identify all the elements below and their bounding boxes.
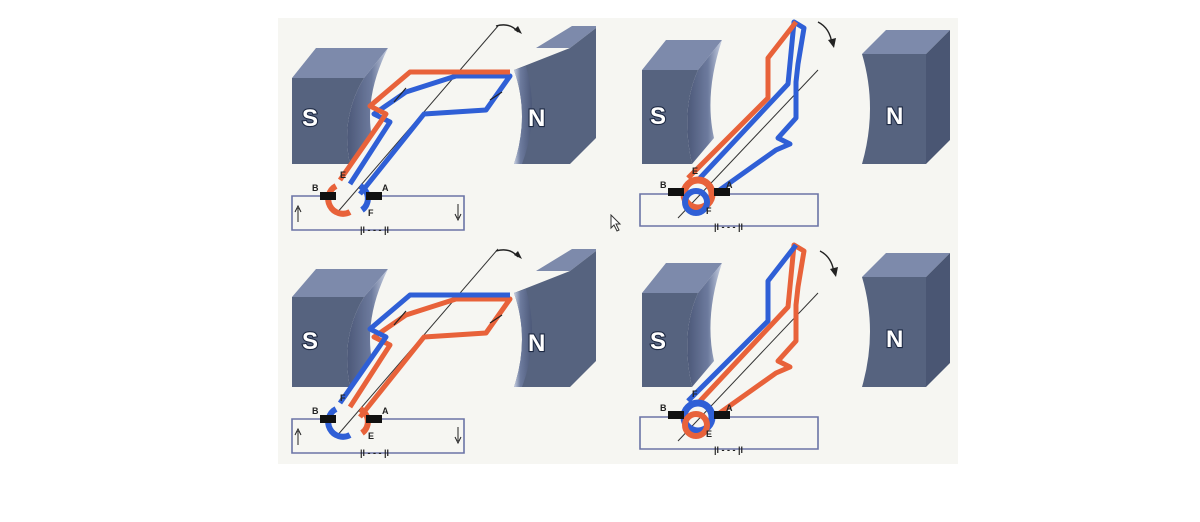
circuit-arrow-up (294, 427, 302, 445)
panel-bottom-right: S N B A (618, 241, 958, 464)
ring-upper-label: E (692, 166, 698, 176)
battery-symbol: |l - - - |l (360, 448, 389, 458)
rotation-arrowhead (830, 267, 838, 277)
ring-lower-label: E (706, 429, 712, 439)
battery-symbol: |l - - - |l (714, 222, 743, 232)
brush-a (366, 192, 382, 200)
coil-near-side (686, 20, 798, 180)
mouse-pointer-icon (610, 214, 622, 232)
brush-b (320, 192, 336, 200)
brush-a (366, 415, 382, 423)
circuit-arrow-down (454, 427, 462, 445)
current-arrow-near (393, 87, 407, 103)
brush-b-label: B (660, 403, 667, 413)
coil-far-side (698, 242, 807, 420)
brush-a (714, 411, 730, 419)
circuit-arrow-down (454, 204, 462, 222)
north-pole-label: N (528, 330, 545, 357)
ring-lower-label: F (706, 206, 712, 216)
south-pole-label: S (302, 105, 318, 132)
south-magnet: S (292, 269, 388, 387)
panel-drawing: S N B A (639, 19, 950, 232)
current-arrow-far (489, 314, 503, 324)
brush-b (668, 188, 684, 196)
rotation-arrowhead (514, 26, 522, 34)
rotation-arrowhead (828, 38, 836, 48)
battery-symbol: |l - - - |l (360, 225, 389, 235)
panel-drawing: S N (291, 248, 596, 458)
brush-a-label: A (726, 180, 733, 190)
coil-near-side (337, 69, 510, 182)
panel-top-left: S N (278, 18, 618, 241)
south-pole-label: S (302, 328, 318, 355)
coil-near-side (686, 243, 798, 403)
brush-a-label: A (382, 183, 389, 193)
brush-b (320, 415, 336, 423)
brush-a (714, 188, 730, 196)
panel-top-right: S N B A (618, 18, 958, 241)
external-circuit (291, 418, 465, 454)
south-magnet: S (642, 263, 722, 387)
brush-b (668, 411, 684, 419)
ring-lower-label: F (368, 208, 374, 218)
north-magnet: N (514, 26, 596, 164)
brush-b-label: B (312, 183, 319, 193)
rotation-direction-arrow (495, 24, 519, 33)
rotation-arrowhead (514, 251, 522, 259)
ring-upper-label: F (340, 393, 346, 403)
north-magnet: N (514, 249, 596, 387)
south-magnet: S (642, 40, 722, 164)
brush-a-label: A (382, 406, 389, 416)
north-pole-label: N (528, 105, 545, 132)
battery-symbol: |l - - - |l (714, 445, 743, 455)
north-pole-label: N (886, 326, 903, 353)
south-pole-label: S (650, 103, 666, 130)
panel-bottom-left: S N (278, 241, 618, 464)
north-pole-label: N (886, 103, 903, 130)
ring-lower-label: E (368, 431, 374, 441)
panel-drawing: S N B A (639, 242, 950, 455)
ring-upper-label: F (692, 389, 698, 399)
brush-b-label: B (660, 180, 667, 190)
external-circuit (639, 416, 819, 450)
coil-near-side (337, 292, 510, 405)
south-pole-label: S (650, 328, 666, 355)
external-circuit (291, 195, 465, 231)
circuit-arrow-up (294, 204, 302, 222)
current-arrow-near (393, 310, 407, 326)
current-arrow-far (489, 91, 503, 101)
panel-drawing: S N (291, 24, 596, 235)
rotation-direction-arrow (495, 249, 519, 258)
brush-a-label: A (726, 403, 733, 413)
dc-motor-rotation-figure: S N (278, 18, 958, 464)
north-magnet: N (862, 30, 950, 164)
external-circuit (639, 193, 819, 227)
north-magnet: N (862, 253, 950, 387)
brush-b-label: B (312, 406, 319, 416)
coil-far-side (698, 19, 807, 197)
ring-upper-label: E (340, 170, 346, 180)
